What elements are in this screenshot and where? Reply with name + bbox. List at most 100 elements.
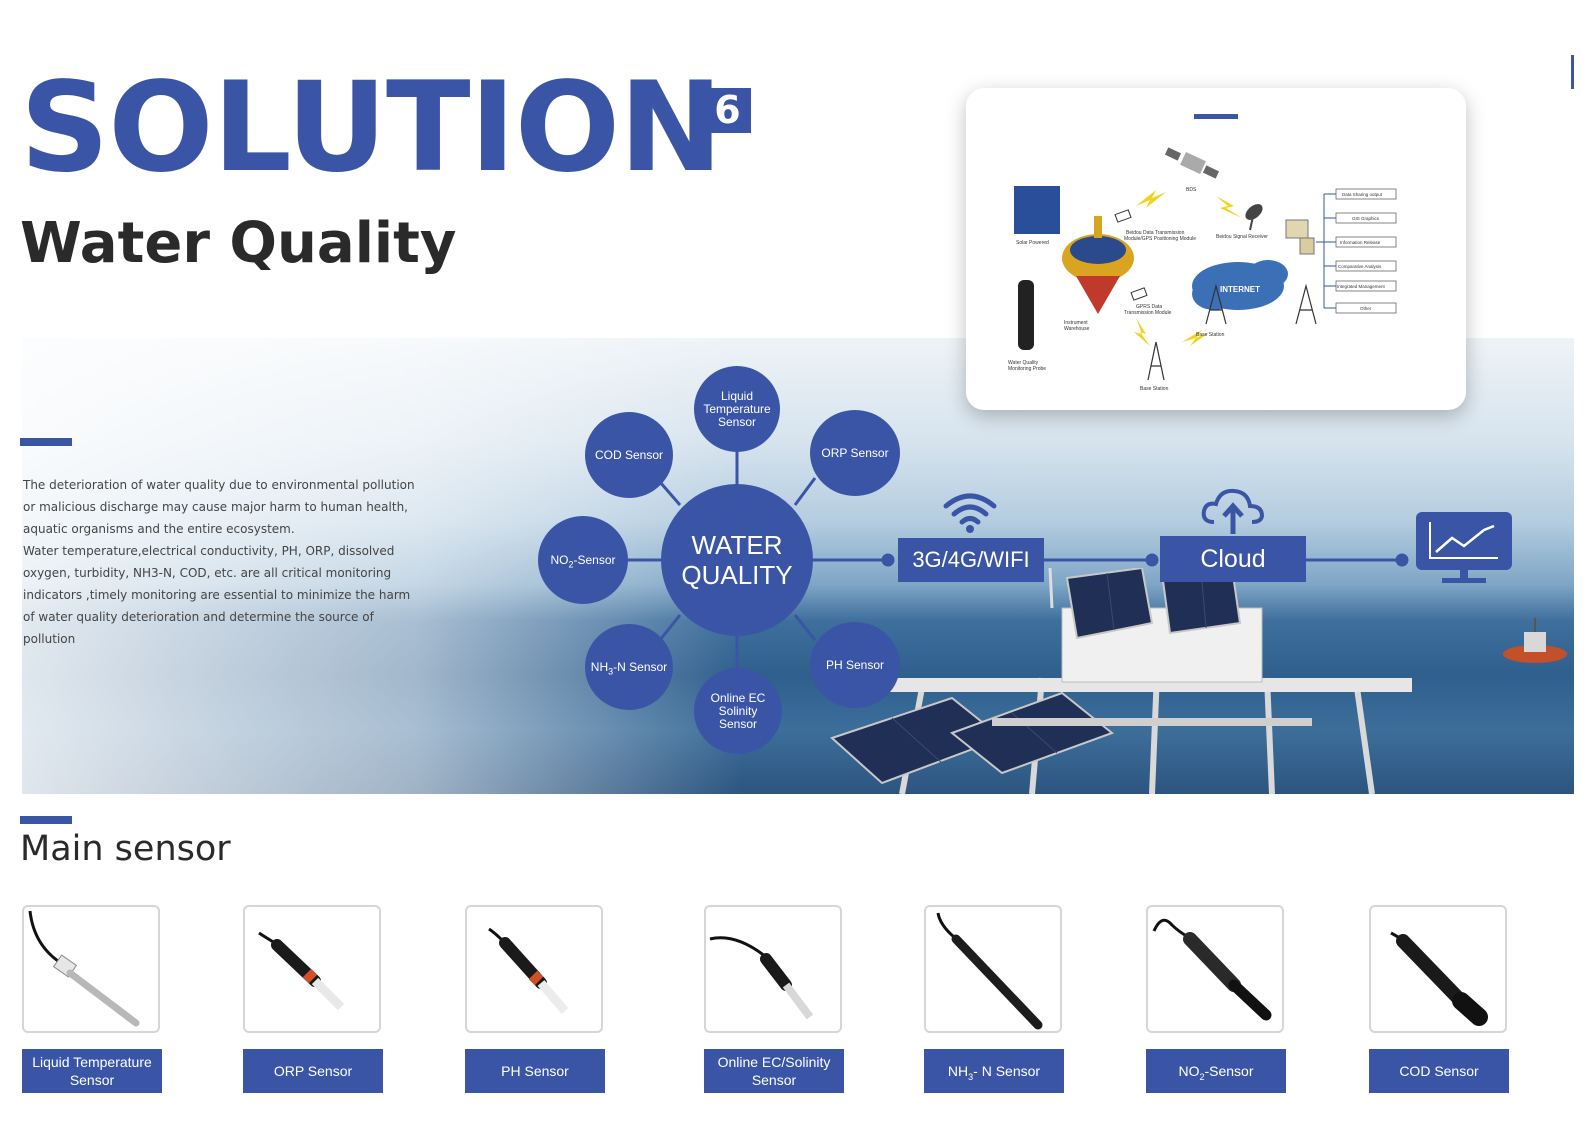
sensor-card-orp[interactable] [243,905,381,1033]
internet-cloud-icon [1192,260,1288,310]
sensor-label[interactable]: NH3- N Sensor [924,1049,1064,1093]
diagram-label: Water Quality [1008,360,1039,366]
buoy-icon [1062,216,1134,314]
diagram-label: GPRS Data [1136,304,1162,310]
page-subtitle: Water Quality [20,211,457,276]
satellite-icon [1164,147,1220,179]
diagram-label: BDS [1186,187,1197,193]
node-label: ORP Sensor [821,445,889,460]
node-orp-sensor: ORP Sensor [810,410,900,496]
node-no2-sensor: NO2-Sensor [538,516,628,604]
orp-sensor-image [258,931,345,1011]
probe-icon [1018,280,1034,350]
output-item: GIS Graphics [1352,216,1380,221]
ph-sensor-image [488,927,569,1014]
diagram-label: Solar Powered [1016,240,1049,246]
node-label: NH3-N Sensor [590,659,668,676]
module-icon [1130,287,1148,301]
cloud-upload-icon [1201,488,1265,534]
section-title: Main sensor [20,829,231,869]
monitoring-station-illustration [830,568,1412,794]
card-accent-dash [1194,114,1238,119]
diagram-label: Transmission Module [1124,310,1172,316]
sensor-card-nh3-n[interactable] [924,905,1062,1033]
sensor-card-no2[interactable] [1146,905,1284,1033]
output-item: Other [1360,306,1372,311]
diagram-label: Instrument [1064,320,1088,326]
node-label: COD Sensor [594,447,664,462]
node-label: Temperature [703,401,771,416]
solar-panel-icon [1014,186,1060,234]
node-label: NO2-Sensor [550,552,616,569]
diagram-label: Base Station [1196,332,1225,338]
diagram-label: INTERNET [1220,285,1260,294]
page-title: SOLUTION [20,56,723,200]
output-item: Information Release [1340,240,1381,245]
sensor-card-ph[interactable] [465,905,603,1033]
diagram-label: Warehouse [1064,326,1090,332]
node-label: Liquid [720,388,754,403]
sensor-label[interactable]: PH Sensor [465,1049,605,1093]
node-label: Solinity [718,703,758,718]
sensor-card-liquid-temperature[interactable] [22,905,160,1033]
node-ph-sensor: PH Sensor [810,622,900,708]
buoy-illustration [1503,618,1567,663]
node-label: Online EC [710,690,766,705]
node-cod-sensor: COD Sensor [585,412,673,498]
no2-sensor-image [1152,918,1272,1021]
sensor-card-online-ec-solinity[interactable] [704,905,842,1033]
diagram-label: Base Station [1140,386,1169,392]
sensor-label[interactable]: Online EC/Solinity Sensor [704,1049,844,1093]
section-accent-dash [20,816,72,824]
diagram-label: Beidou Signal Receiver [1216,234,1268,240]
node-label: PH Sensor [825,657,885,672]
ec-sensor-image [709,936,814,1020]
diagram-label: Module/GPS Positioning Module [1124,236,1196,242]
computer-icon [1285,219,1309,239]
output-item: Data Sharing output [1342,192,1383,197]
cloud-node-box: Cloud [1160,536,1306,582]
output-item: Comparative Analysis [1338,264,1382,269]
temperature-probe-image [28,910,140,1027]
sensor-label-text: Online EC/Solinity Sensor [717,1054,831,1088]
sensor-label-text: PH Sensor [501,1063,569,1079]
sensor-label[interactable]: ORP Sensor [243,1049,383,1093]
sensor-label-text: NO2-Sensor [1178,1063,1254,1082]
system-architecture-diagram: BDS Solar Powered Instrument Warehouse W… [1008,147,1397,392]
network-node-box: 3G/4G/WIFI [898,538,1044,582]
hub-label-line: QUALITY [681,560,793,590]
diagram-label: Beidou Data Transmission [1126,230,1185,236]
wifi-icon [943,493,997,533]
intro-text: The deterioration of water quality due t… [23,474,415,650]
output-item: Integrated Management [1337,284,1386,289]
intro-paragraph: Water temperature,electrical conductivit… [23,544,411,646]
sensor-label[interactable]: NO2-Sensor [1146,1049,1286,1093]
sensor-label-text: Liquid Temperature Sensor [32,1054,152,1088]
signal-lightning-icon [1134,190,1242,346]
base-station-tower-icon [1147,283,1317,381]
nh3-n-sensor-image [936,912,1043,1030]
sensor-label-text: NH3- N Sensor [947,1063,1041,1082]
sensor-label[interactable]: COD Sensor [1369,1049,1509,1093]
sensor-label[interactable]: Liquid Temperature Sensor [22,1049,162,1093]
satellite-dish-icon [1245,204,1263,231]
intro-paragraph: The deterioration of water quality due t… [23,478,415,536]
hub-label-line: WATER [691,530,783,560]
system-diagram-card [966,88,1466,410]
node-label: Sensor [717,414,757,429]
monitor-chart-icon [1416,512,1512,583]
node-nh3-n-sensor: NH3-N Sensor [585,624,673,710]
sensor-card-cod[interactable] [1369,905,1507,1033]
cod-sensor-image [1390,931,1488,1026]
section-accent-dash [20,438,72,446]
corner-accent-bar [1571,55,1574,89]
node-label: Sensor [718,716,757,731]
diagram-label: Monitoring Probe [1008,366,1046,372]
module-icon [1114,209,1132,223]
sensor-label-text: ORP Sensor [273,1063,353,1079]
sensor-label-text: COD Sensor [1399,1063,1479,1079]
solution-number-badge: 6 [704,88,751,133]
